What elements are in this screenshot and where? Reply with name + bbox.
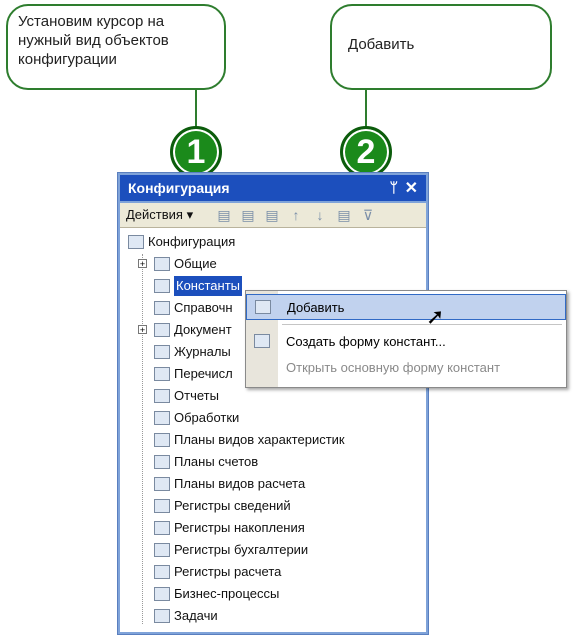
tree-item-label: Справочн <box>174 299 233 315</box>
tree-item-label: Планы счетов <box>174 453 259 469</box>
menu-item-label: Создать форму констант... <box>286 334 446 349</box>
callout-hint-1: Установим курсор на нужный вид объектов … <box>6 4 226 90</box>
tree-item-label: Бизнес-процессы <box>174 585 280 601</box>
window-title: Конфигурация <box>128 180 230 196</box>
menu-item-open-form: Открыть основную форму констант <box>246 355 566 381</box>
catalogs-icon <box>154 300 170 315</box>
tree-item-chart-characteristic-types[interactable]: Планы видов характеристик <box>154 429 345 449</box>
add-icon <box>255 300 271 314</box>
constants-icon <box>154 278 170 293</box>
menu-item-label: Открыть основную форму констант <box>286 360 501 375</box>
tree-item-label: Перечисл <box>174 365 233 381</box>
callout-text-1: Установим курсор на нужный вид объектов … <box>18 13 169 68</box>
tree-item-enums[interactable]: Перечисл <box>154 363 233 383</box>
menu-item-add[interactable]: Добавить <box>246 294 566 320</box>
configuration-icon <box>128 234 144 249</box>
tree-item-root[interactable]: Конфигурация <box>128 231 235 251</box>
tree-item-reports[interactable]: Отчеты <box>154 385 219 405</box>
mouse-cursor-icon: ➚ <box>426 304 445 329</box>
info-registers-icon <box>154 498 170 513</box>
callout-hint-2: Добавить <box>330 4 552 90</box>
copy-icon[interactable]: ▤ <box>241 207 255 223</box>
menu-item-label: Добавить <box>287 300 345 315</box>
filter-icon[interactable]: ⊽ <box>362 207 374 223</box>
accumulation-registers-icon <box>154 520 170 535</box>
toolbar: Действия ▾ ▤ ▤ ▤ ↑ ↓ ▤ ⊽ <box>120 203 426 228</box>
expand-documents-icon[interactable]: + <box>138 325 147 335</box>
tree-item-label: Регистры расчета <box>174 563 282 579</box>
tree-item-info-registers[interactable]: Регистры сведений <box>154 495 291 515</box>
accounting-registers-icon <box>154 542 170 557</box>
expand-general-icon[interactable]: + <box>138 259 147 269</box>
documents-icon <box>154 322 170 337</box>
dataprocessors-icon <box>154 410 170 425</box>
tree-item-chart-calculation-types[interactable]: Планы видов расчета <box>154 473 305 493</box>
context-menu: Добавить Создать форму констант... Откры… <box>245 290 567 388</box>
tree-item-label: Документ <box>174 321 232 337</box>
reports-icon <box>154 388 170 403</box>
configuration-tree: Конфигурация + Общие Константы Справочн … <box>120 228 426 632</box>
window-titlebar[interactable]: Конфигурация ᛘ ✕ <box>120 175 426 201</box>
chart-characteristic-types-icon <box>154 432 170 447</box>
step-badge-1: 1 <box>170 126 222 178</box>
move-up-icon[interactable]: ↑ <box>292 207 300 223</box>
tree-item-label: Регистры накопления <box>174 519 305 535</box>
chart-of-accounts-icon <box>154 454 170 469</box>
general-icon <box>154 256 170 271</box>
tree-item-tasks[interactable]: Задачи <box>154 605 218 625</box>
tree-item-label: Обработки <box>174 409 240 425</box>
tree-item-accounting-registers[interactable]: Регистры бухгалтерии <box>154 539 308 559</box>
close-icon[interactable]: ✕ <box>404 180 418 197</box>
create-form-icon <box>254 334 270 348</box>
tree-item-label: Регистры сведений <box>174 497 291 513</box>
tree-guide-line <box>142 254 143 624</box>
enums-icon <box>154 366 170 381</box>
tree-item-accumulation-registers[interactable]: Регистры накопления <box>154 517 305 537</box>
actions-menu-button[interactable]: Действия ▾ <box>126 207 194 222</box>
move-down-icon[interactable]: ↓ <box>316 207 324 223</box>
tree-item-label: Планы видов характеристик <box>174 431 345 447</box>
tree-item-dataprocessors[interactable]: Обработки <box>154 407 239 427</box>
menu-separator <box>282 324 562 325</box>
calculation-registers-icon <box>154 564 170 579</box>
tree-item-documents[interactable]: Документ <box>154 319 232 339</box>
tree-item-label: Общие <box>174 255 217 271</box>
tree-item-business-processes[interactable]: Бизнес-процессы <box>154 583 279 603</box>
configuration-window: Конфигурация ᛘ ✕ Действия ▾ ▤ ▤ ▤ ↑ ↓ ▤ … <box>117 172 429 635</box>
edit-icon[interactable]: ▤ <box>265 207 279 223</box>
tasks-icon <box>154 608 170 623</box>
add-icon[interactable]: ▤ <box>217 207 231 223</box>
step-badge-2: 2 <box>340 126 392 178</box>
chart-calculation-types-icon <box>154 476 170 491</box>
tree-item-label: Задачи <box>174 607 218 623</box>
journals-icon <box>154 344 170 359</box>
tree-item-chart-of-accounts[interactable]: Планы счетов <box>154 451 258 471</box>
tree-item-catalogs[interactable]: Справочн <box>154 297 233 317</box>
callout-text-2: Добавить <box>348 36 415 53</box>
tree-item-label: Планы видов расчета <box>174 475 306 491</box>
tree-item-label: Отчеты <box>174 387 219 403</box>
business-processes-icon <box>154 586 170 601</box>
tree-item-label: Конфигурация <box>148 233 236 249</box>
tree-item-calculation-registers[interactable]: Регистры расчета <box>154 561 281 581</box>
tree-item-label: Константы <box>174 275 242 296</box>
tree-item-label: Журналы <box>174 343 231 359</box>
tree-item-general[interactable]: Общие <box>154 253 217 273</box>
pin-icon[interactable]: ᛘ <box>389 179 398 195</box>
menu-item-create-form[interactable]: Создать форму констант... <box>246 329 566 355</box>
tree-item-constants[interactable]: Константы <box>154 275 242 296</box>
tree-item-journals[interactable]: Журналы <box>154 341 231 361</box>
tree-item-label: Регистры бухгалтерии <box>174 541 309 557</box>
sort-icon[interactable]: ▤ <box>337 207 351 223</box>
